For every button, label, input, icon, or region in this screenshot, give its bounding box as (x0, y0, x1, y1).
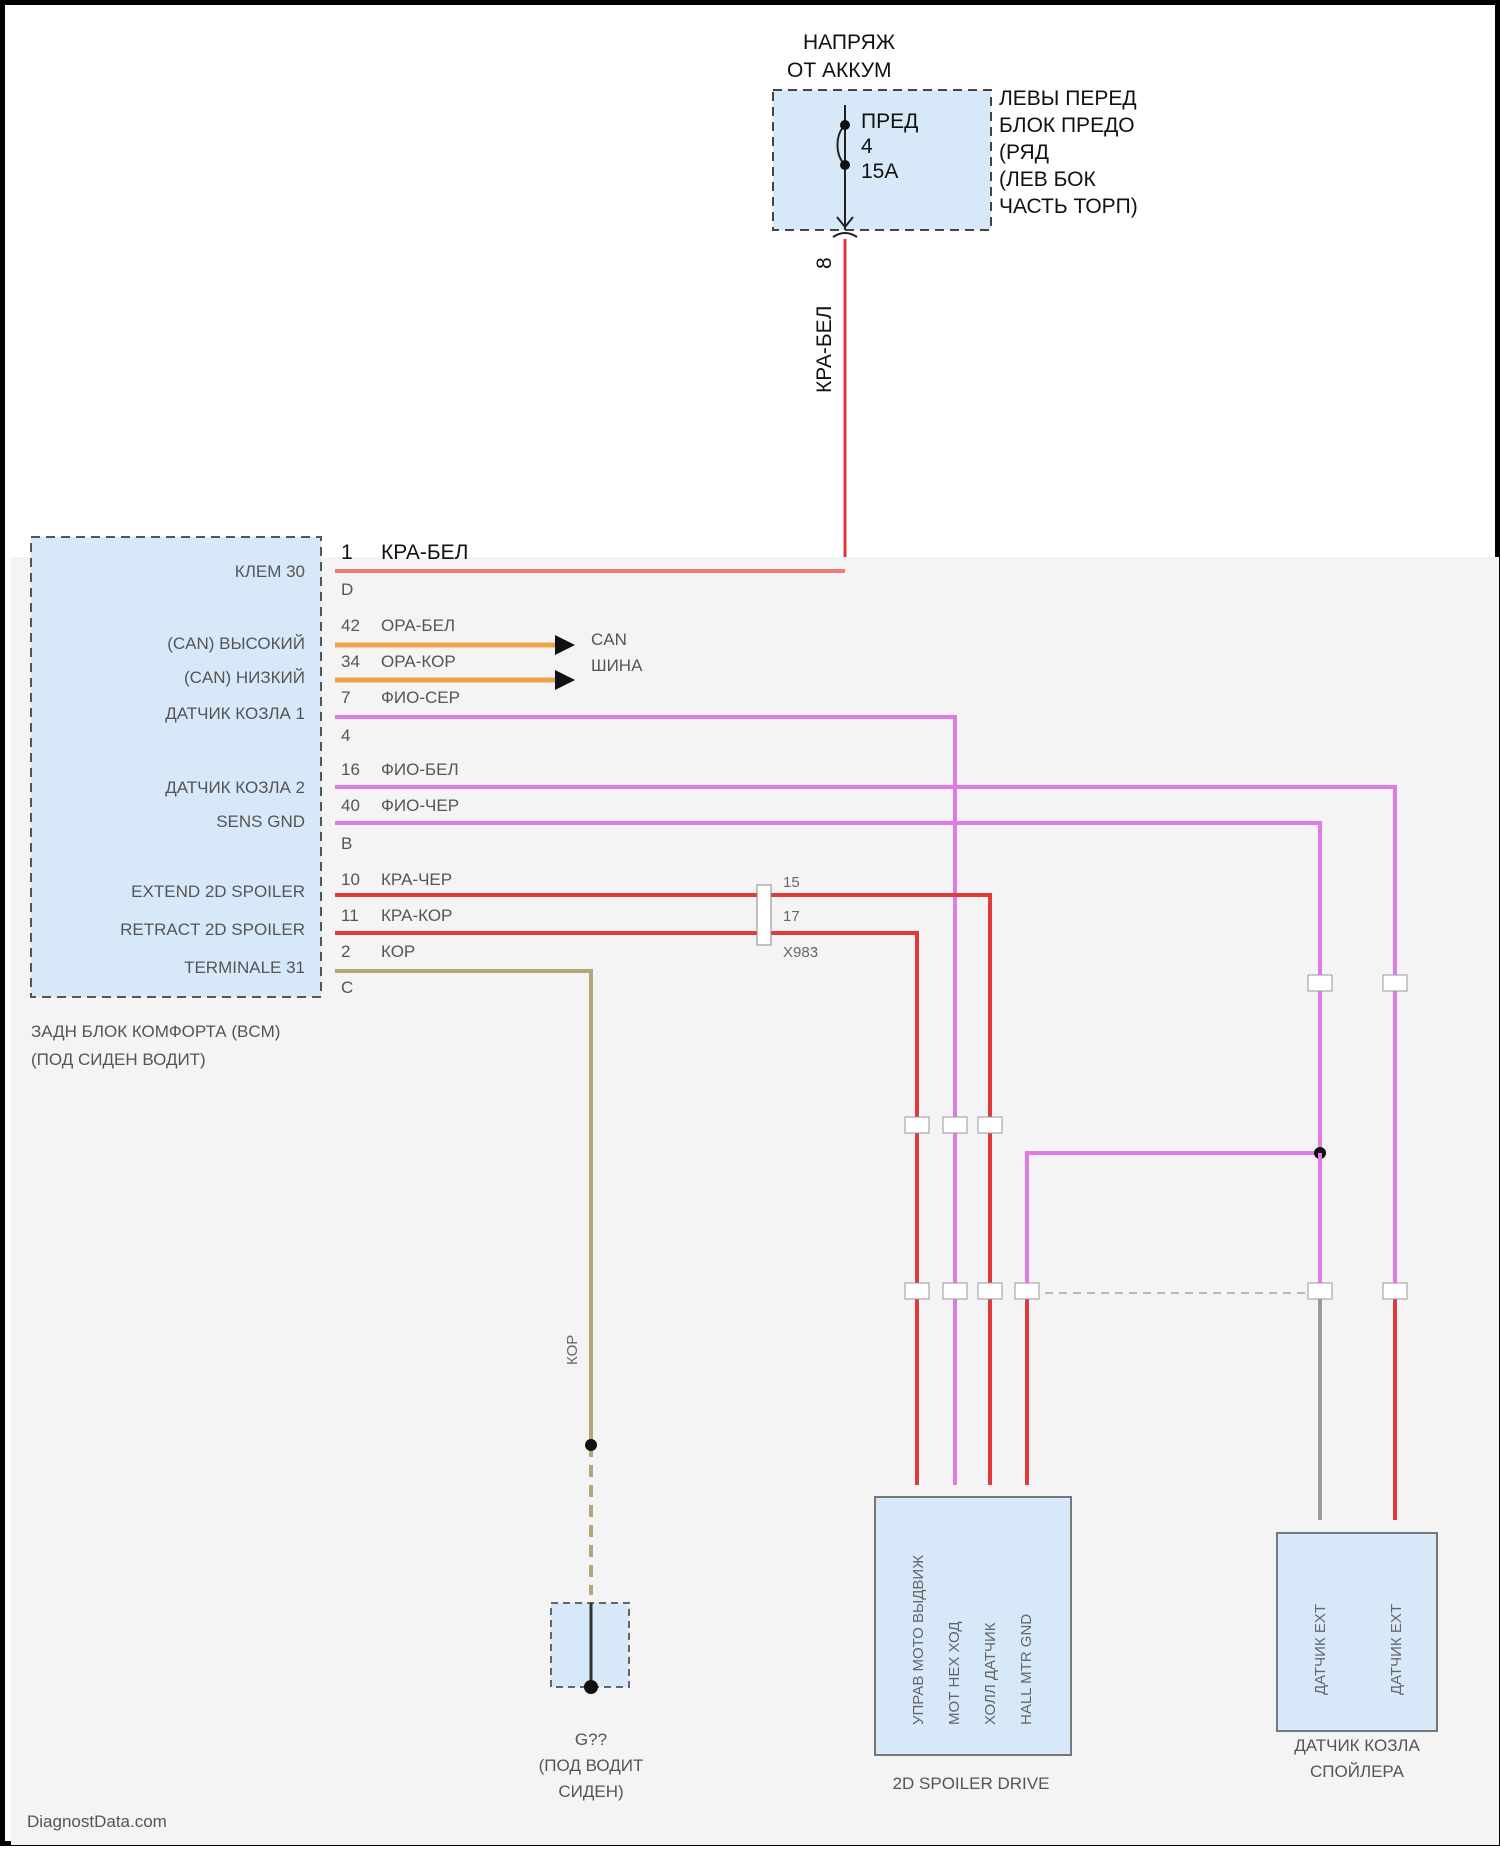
fuse-dot-top (840, 120, 850, 130)
bcm-pin-label: SENS GND (216, 812, 305, 831)
bcm-pin-wire: ОРА-БЕЛ (381, 616, 455, 635)
voltage-label-1: НАПРЯЖ (803, 31, 896, 54)
bcm-pin-wire: ФИО-СЕР (381, 688, 460, 707)
bcm-pin-num: 4 (341, 726, 350, 745)
bcm-pin-label: (CAN) ВЫСОКИЙ (167, 634, 305, 653)
bcm-pin-num: 7 (341, 688, 350, 707)
bcm-pin-wire: ФИО-ЧЕР (381, 796, 459, 815)
spoiler-sensor-caption-2: СПОЙЛЕРА (1310, 1762, 1405, 1781)
voltage-label-2: ОТ АККУМ (787, 59, 892, 82)
fuse-pin-number: 8 (813, 257, 836, 269)
connector-pin (978, 1283, 1002, 1299)
bcm-pin-label: КЛЕМ 30 (235, 562, 305, 581)
location-line-1: ЛЕВЫ ПЕРЕД (999, 87, 1137, 110)
spoiler-sensor-caption-1: ДАТЧИК КОЗЛА (1294, 1736, 1420, 1755)
spoiler-drive-pin: МОТ НЕХ ХОД (946, 1621, 963, 1725)
ground-caption-1: (ПОД ВОДИТ (539, 1756, 644, 1775)
fuse-dot-bottom (840, 160, 850, 170)
spoiler-drive-pin: ХОЛЛ ДАТЧИК (982, 1622, 999, 1725)
inline-pin-2: 17 (783, 908, 800, 925)
bcm-pin-wire: ФИО-БЕЛ (381, 760, 459, 779)
bcm-pin-num: 16 (341, 760, 360, 779)
bcm-pin-num: 34 (341, 652, 360, 671)
location-line-3: (РЯД (999, 141, 1049, 164)
fuse-wire-color: КРА-БЕЛ (813, 306, 836, 393)
fuse-rating: 15A (861, 160, 898, 183)
location-line-4: (ЛЕВ БОК (999, 168, 1097, 191)
bcm-caption-1: ЗАДН БЛОК КОМФОРТА (BCM) (31, 1022, 280, 1041)
bcm-pin-num: C (341, 978, 353, 997)
can-label-1: CAN (591, 630, 627, 649)
connector-pin (943, 1117, 967, 1133)
connector-pin (905, 1117, 929, 1133)
bcm-pin1-number: 1 (341, 541, 353, 564)
inline-pin-3: X983 (783, 944, 818, 961)
connector-pin (1383, 1283, 1407, 1299)
spoiler-sensor-block (1277, 1533, 1437, 1731)
bcm-pin-wire: КРА-КОР (381, 906, 452, 925)
fuse-name: ПРЕД (861, 110, 918, 133)
bcm-pin-num: B (341, 834, 352, 853)
bcm-pin-label: ДАТЧИК КОЗЛА 2 (165, 778, 305, 797)
bcm-pin-num: 10 (341, 870, 360, 889)
bcm-pin-label: TERMINALE 31 (184, 958, 305, 977)
ground-splice-dot (585, 1439, 597, 1451)
bcm-pin-num: D (341, 580, 353, 599)
fuse-number: 4 (861, 135, 873, 158)
spoiler-drive-block (875, 1497, 1071, 1755)
bcm-pin-wire: КОР (381, 942, 415, 961)
diagram-canvas: НАПРЯЖ ОТ АККУМ ПРЕД 4 15A ЛЕВЫ ПЕРЕД БЛ… (5, 5, 1500, 1851)
spoiler-sensor-pin: ДАТЧИК ЕХТ (1312, 1604, 1329, 1695)
bcm-pin-num: 42 (341, 616, 360, 635)
connector-pin (1015, 1283, 1039, 1299)
inline-pin-1: 15 (783, 874, 800, 891)
can-label-2: ШИНА (591, 656, 643, 675)
connector-pin (1308, 1283, 1332, 1299)
connector-cup (833, 233, 857, 237)
inline-connector (757, 885, 771, 945)
bcm-pin-wire: ОРА-КОР (381, 652, 456, 671)
connector-pin (978, 1117, 1002, 1133)
watermark: DiagnostData.com (27, 1812, 167, 1831)
ground-wire-label: КОР (564, 1335, 581, 1365)
connector-pin (1383, 975, 1407, 991)
bcm-caption-2: (ПОД СИДЕН ВОДИТ) (31, 1050, 206, 1069)
connector-pin (1308, 975, 1332, 991)
location-line-2: БЛОК ПРЕДО (999, 114, 1135, 137)
bcm-pin-num: 2 (341, 942, 350, 961)
connector-pin (943, 1283, 967, 1299)
spoiler-drive-caption: 2D SPOILER DRIVE (893, 1774, 1050, 1793)
spoiler-drive-pin: УПРАВ МОТО ВЫДВИЖ (910, 1555, 927, 1725)
bcm-pin1-wire: КРА-БЕЛ (381, 541, 468, 564)
fuse-location-label: ЛЕВЫ ПЕРЕД БЛОК ПРЕДО (РЯД (ЛЕВ БОК ЧАСТ… (999, 87, 1138, 218)
bcm-pin-label: ДАТЧИК КОЗЛА 1 (165, 704, 305, 723)
bcm-pin-label: EXTEND 2D SPOILER (131, 882, 305, 901)
connector-pin (905, 1283, 929, 1299)
bcm-pin-num: 11 (341, 906, 359, 925)
ground-eyelet-icon (584, 1680, 598, 1694)
bcm-pin-wire: КРА-ЧЕР (381, 870, 452, 889)
spoiler-drive-pin: HALL MTR GND (1018, 1614, 1035, 1725)
ground-label: G?? (575, 1730, 607, 1749)
location-line-5: ЧАСТЬ ТОРП) (999, 195, 1138, 218)
bcm-pin-num: 40 (341, 796, 360, 815)
bcm-pin-label: RETRACT 2D SPOILER (120, 920, 305, 939)
ground-caption-2: СИДЕН) (558, 1782, 623, 1801)
spoiler-sensor-pin: ДАТЧИК ЕХТ (1388, 1604, 1405, 1695)
bcm-pin-label: (CAN) НИЗКИЙ (184, 668, 305, 687)
